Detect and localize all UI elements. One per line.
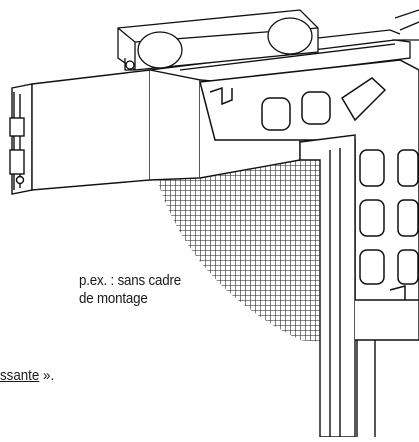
- caption-line-1: p.ex. : sans cadre: [79, 273, 181, 289]
- vertical-frame-profile: [299, 134, 419, 438]
- top-rail: [148, 29, 411, 89]
- clip-holder: [117, 9, 419, 71]
- underlined-word-fragment: ssante: [0, 368, 40, 384]
- closing-quote: ».: [39, 368, 55, 384]
- corner-connector: [199, 59, 419, 331]
- front-profile-bar: [9, 69, 301, 195]
- illustration-caption: p.ex. : sans cadre de montage: [79, 272, 181, 308]
- caption-line-2: de montage: [79, 291, 148, 307]
- body-text-fragment: ssante ».: [0, 367, 54, 385]
